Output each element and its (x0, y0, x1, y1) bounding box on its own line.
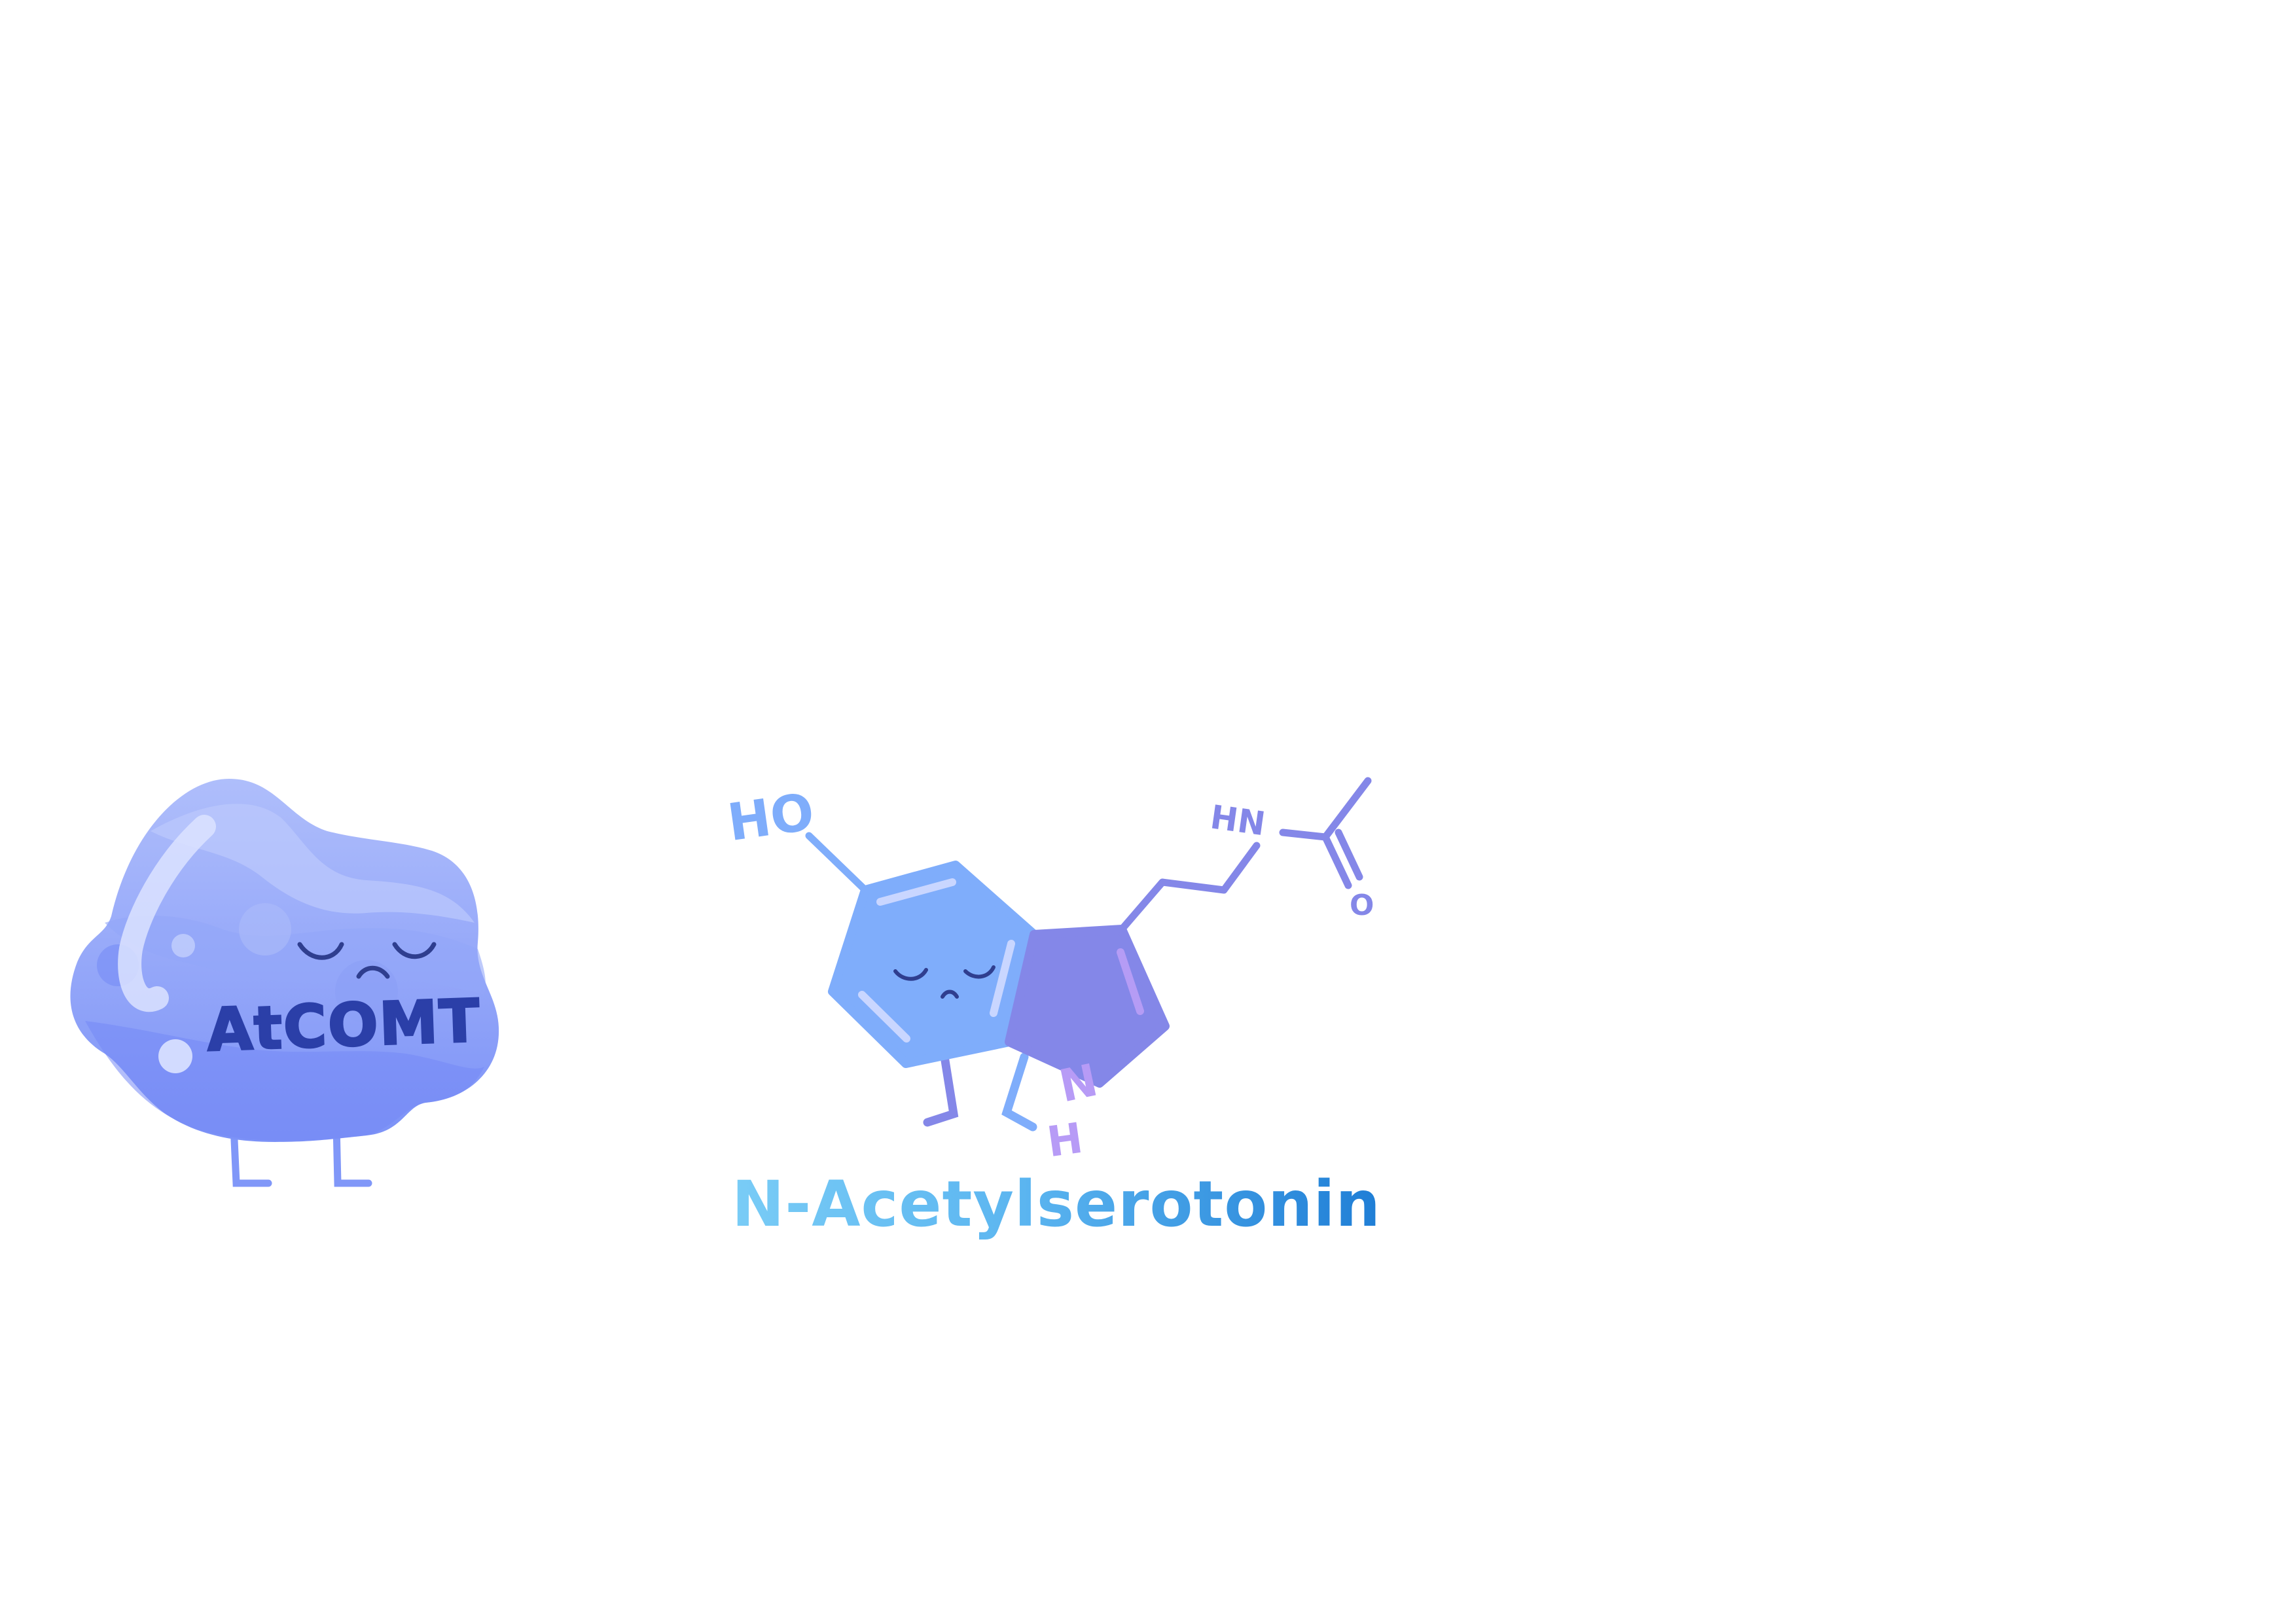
protein-mascot: AtCOMT (70, 779, 499, 1187)
hydroxyl-bond (805, 832, 869, 894)
protein-mouth (356, 965, 390, 979)
molecule-legs (923, 1048, 1037, 1132)
protein-face (297, 942, 437, 979)
protein-left-eye (297, 942, 344, 960)
protein-right-eye (392, 942, 437, 959)
molecule-mascot: HO HN O N H N-Acetylserotonin (724, 777, 1381, 1241)
protein-bubble (239, 903, 291, 955)
molecule-right-eye (963, 965, 996, 979)
amide-label: HN (1208, 798, 1268, 843)
molecule-face (893, 965, 996, 999)
protein-highlight-dot (158, 1039, 192, 1073)
molecule-left-eye (893, 968, 928, 981)
protein-legs (230, 1122, 372, 1187)
protein-highlight (118, 815, 216, 1012)
carbonyl-oxygen-label: O (1350, 889, 1374, 922)
hydroxyl-label: HO (724, 783, 817, 853)
protein-band-top (151, 804, 475, 923)
ring-highlights (858, 878, 1144, 1043)
indole-h-label: H (1045, 1115, 1086, 1168)
protein-bubble (335, 960, 398, 1023)
molecule-name: N-Acetylserotonin (732, 1168, 1381, 1241)
side-chain-bonds (1118, 777, 1372, 933)
protein-bubble (171, 934, 195, 957)
molecule-mouth (941, 990, 959, 999)
protein-label: AtCOMT (206, 987, 482, 1065)
